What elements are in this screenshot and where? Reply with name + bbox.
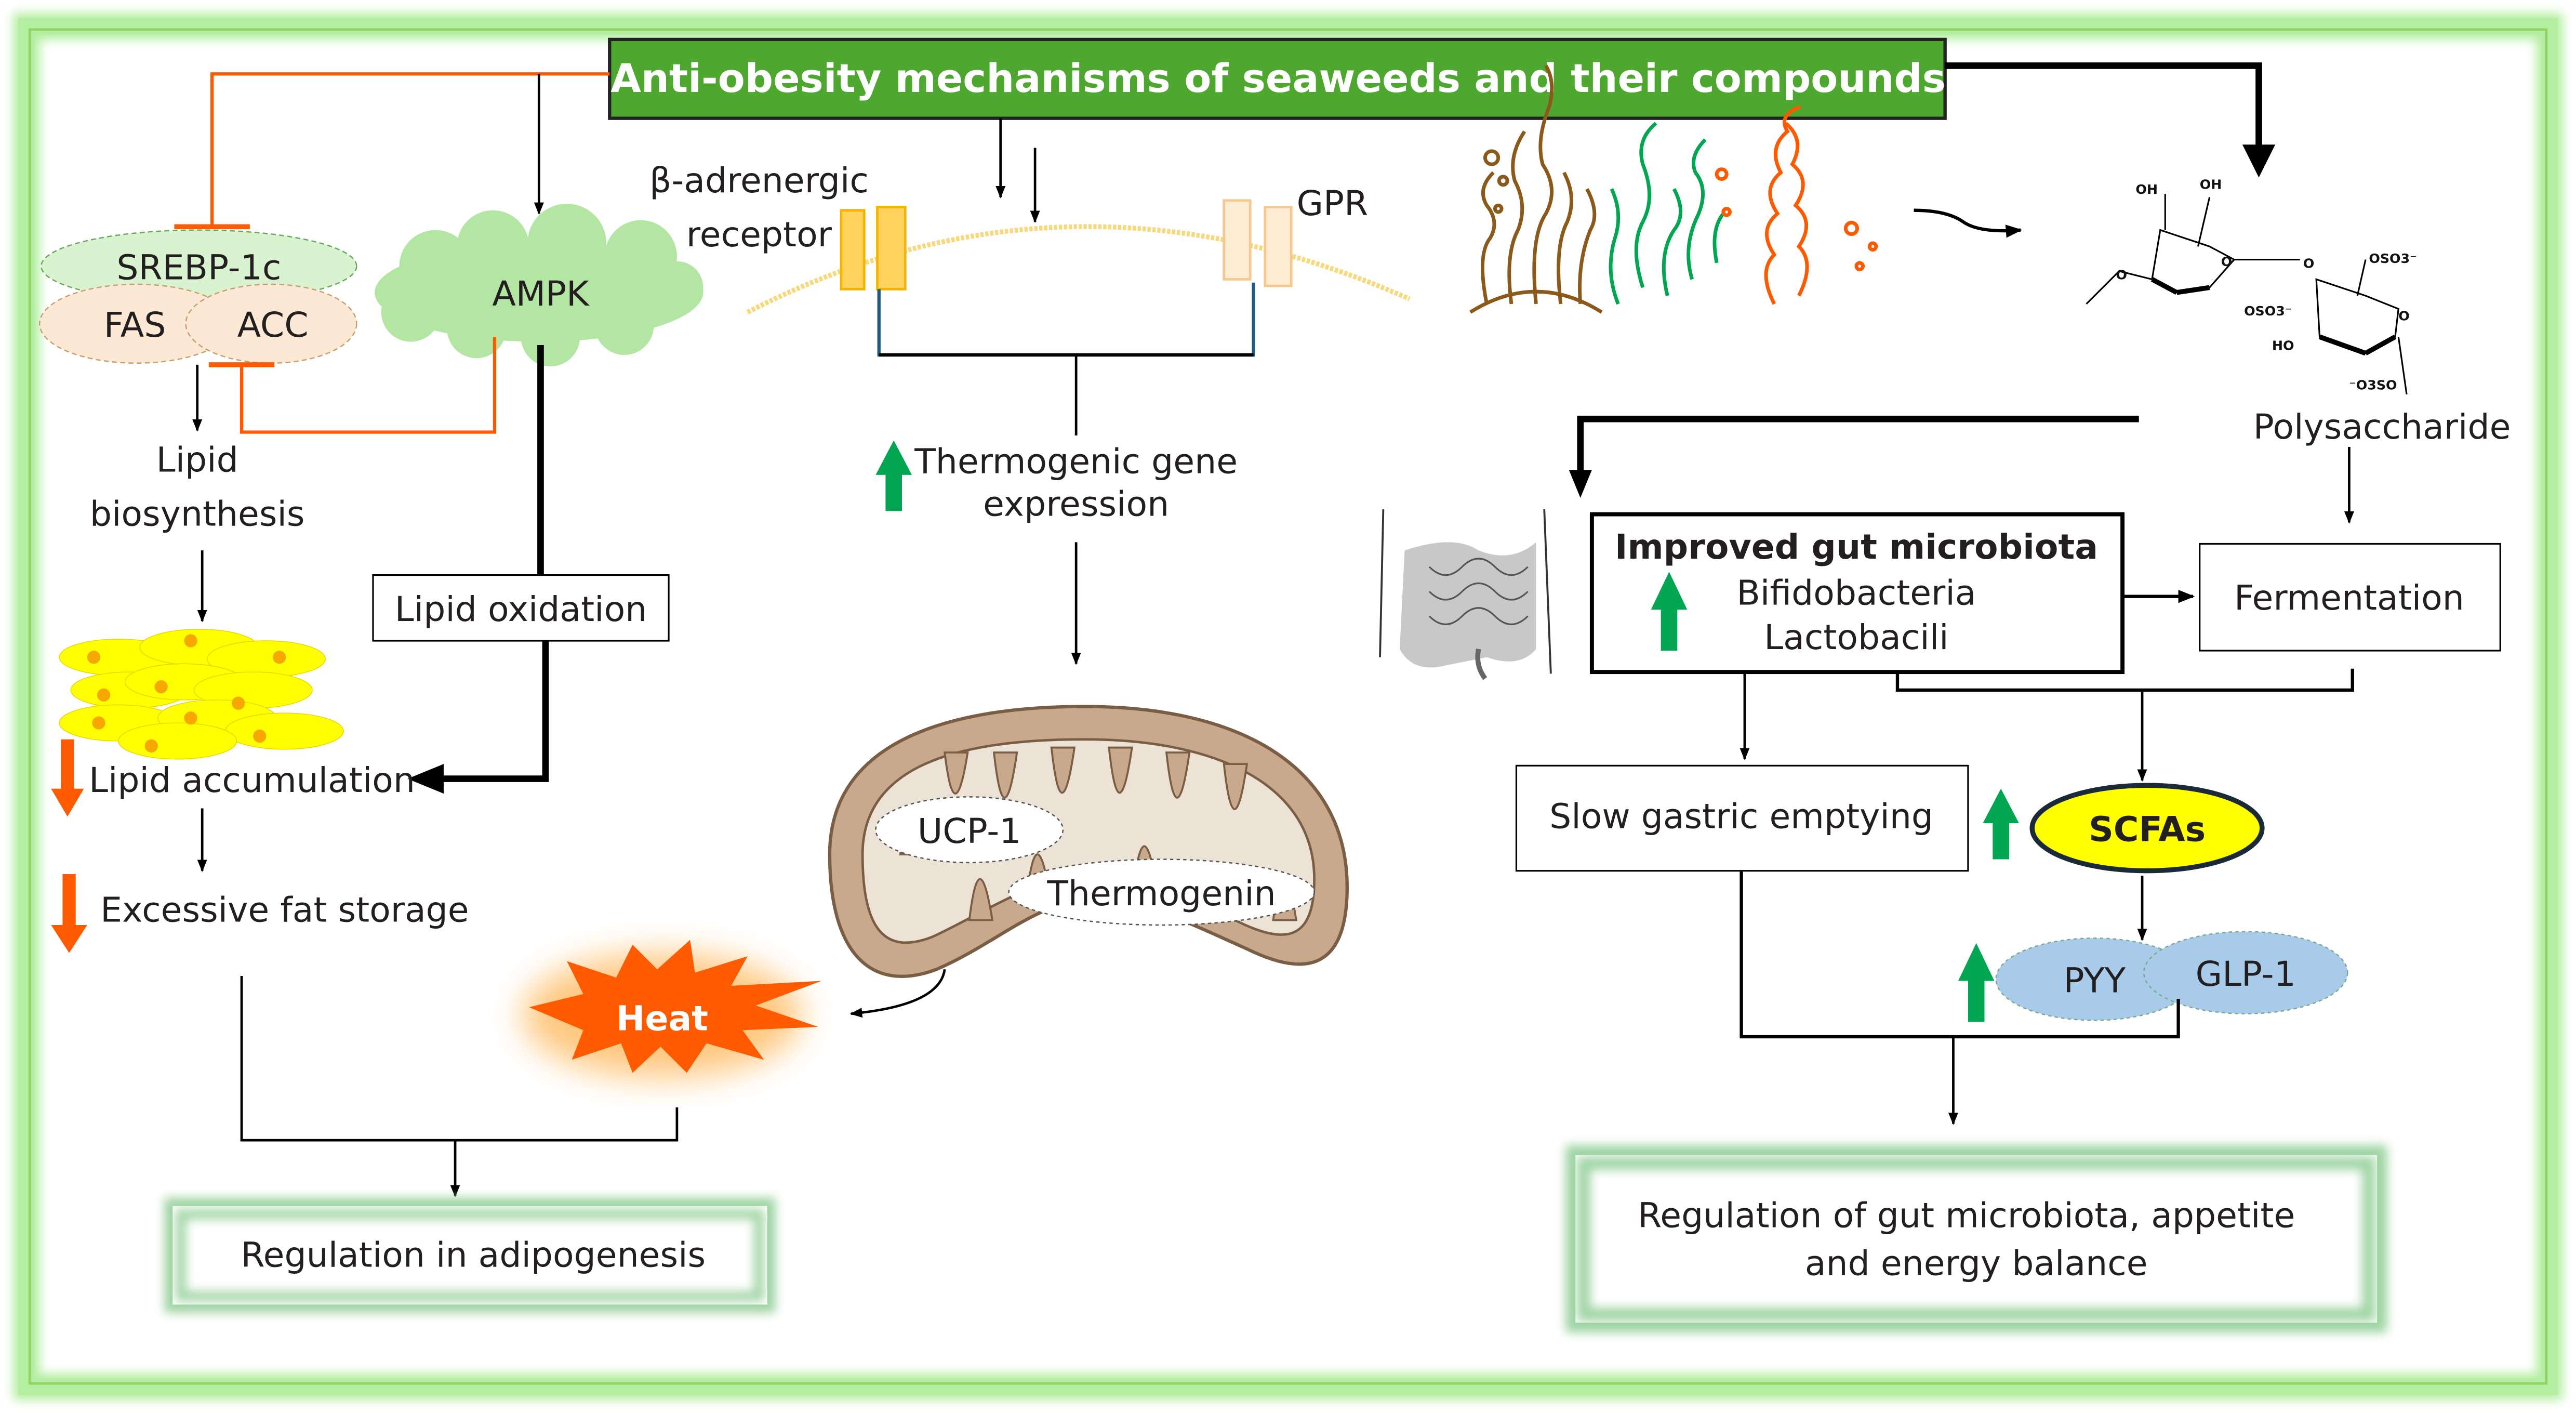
- thermogenic-label-1: Thermogenic gene: [914, 441, 1238, 482]
- gut-result-box: Regulation of gut microbiota, appetite a…: [1565, 1145, 2387, 1333]
- lipid-biosynthesis-line1: Lipid: [156, 439, 238, 480]
- polysaccharide-structure-icon: [2086, 194, 2408, 395]
- svg-text:OH: OH: [2135, 182, 2158, 197]
- heat-label: Heat: [616, 998, 708, 1038]
- polysaccharide-label: Polysaccharide: [2253, 406, 2511, 447]
- thermogenin-label: Thermogenin: [1046, 873, 1276, 914]
- pyy-glp1-node: PYY GLP-1: [1995, 931, 2348, 1021]
- gut-result-label-1: Regulation of gut microbiota, appetite: [1638, 1195, 2295, 1236]
- improved-gut-label: Improved gut microbiota: [1615, 526, 2098, 567]
- scfas-node: SCFAs: [2029, 783, 2265, 874]
- svg-text:OSO3⁻: OSO3⁻: [2244, 303, 2292, 319]
- polysaccharide-chem-labels: OH OH O O O OSO3⁻ OSO3⁻ O HO ⁻O3SO: [2116, 177, 2416, 393]
- arrow-to-intestine: [1577, 415, 2139, 477]
- svg-text:OH: OH: [2200, 177, 2222, 192]
- title-box: Anti-obesity mechanisms of seaweeds and …: [608, 37, 1947, 120]
- beta-receptor-label-2: receptor: [686, 214, 832, 255]
- title: Anti-obesity mechanisms of seaweeds and …: [610, 56, 1946, 101]
- fat-cells-icon: [59, 629, 344, 760]
- down-arrow-icon: [51, 739, 84, 817]
- slow-gastric-node: Slow gastric emptying: [1515, 764, 1969, 872]
- ampk-label: AMPK: [492, 273, 590, 314]
- bifidobacteria-label: Bifidobacteria: [1736, 572, 1976, 613]
- lactobacili-label: Lactobacili: [1764, 617, 1948, 657]
- merge-line-scfas: [1895, 668, 2354, 692]
- glp1-label: GLP-1: [2196, 954, 2296, 994]
- scfas-label: SCFAs: [2089, 809, 2206, 850]
- seaweed-icon: [1469, 64, 1878, 314]
- gpr-label: GPR: [1297, 183, 1369, 223]
- beta-receptor-icon: [840, 205, 907, 290]
- svg-text:⁻O3SO: ⁻O3SO: [2349, 377, 2397, 392]
- outer-frame: [13, 13, 2563, 1400]
- arrow-title-polysaccharide: [1945, 62, 2262, 148]
- merge-line-gut-result: [1740, 870, 2180, 1039]
- down-arrow-icon: [51, 874, 87, 953]
- lipid-accumulation-node: Lipid accumulation: [51, 739, 415, 817]
- arrowhead-intestine: [1569, 470, 1592, 498]
- arrow-seaweed-polysaccharide: [1914, 208, 2023, 238]
- excessive-fat-label: Excessive fat storage: [100, 890, 469, 930]
- ampk-node: AMPK: [375, 204, 703, 367]
- inhibit-ampk-acc: [208, 337, 497, 434]
- srebp-node: SREBP-1c: [41, 229, 357, 303]
- up-arrow-icon: [875, 440, 912, 511]
- arrowhead-accumulation: [407, 764, 444, 794]
- mitochondrion-icon: [828, 705, 1349, 978]
- svg-text:OSO3⁻: OSO3⁻: [2369, 251, 2416, 266]
- intestine-icon: [1379, 509, 1552, 680]
- lipid-accumulation-label: Lipid accumulation: [89, 760, 415, 800]
- excessive-fat-node: Excessive fat storage: [51, 874, 469, 953]
- adipogenesis-result-box: Regulation in adipogenesis: [164, 1197, 776, 1313]
- arrow-mito-heat: [849, 969, 946, 1018]
- arrow-oxidation-accumulation: [440, 641, 549, 782]
- srebp-label: SREBP-1c: [116, 247, 281, 287]
- arrowhead-polysaccharide: [2242, 144, 2276, 178]
- svg-text:O: O: [2303, 256, 2315, 271]
- inhibit-title-srebp: [174, 72, 610, 230]
- gut-result-label-2: and energy balance: [1805, 1243, 2148, 1283]
- thermogenic-label-2: expression: [983, 484, 1169, 524]
- svg-text:HO: HO: [2272, 338, 2294, 353]
- gut-microbiota-node: Improved gut microbiota Bifidobacteria L…: [1589, 512, 2125, 675]
- heat-icon: Heat: [522, 940, 822, 1078]
- up-arrow-icon: [1651, 572, 1688, 651]
- up-arrow-icon: [1983, 788, 2019, 860]
- fermentation-label: Fermentation: [2234, 577, 2464, 618]
- gpr-receptor-icon: [1223, 199, 1293, 287]
- adipogenesis-label: Regulation in adipogenesis: [241, 1235, 706, 1275]
- beta-receptor-label-1: β-adrenergic: [649, 160, 869, 201]
- fas-acc-node: FAS ACC: [38, 283, 357, 364]
- up-arrow-icon: [1958, 943, 1995, 1022]
- svg-text:O: O: [2398, 309, 2410, 324]
- fas-label: FAS: [104, 305, 166, 345]
- pyy-label: PYY: [2064, 960, 2126, 1001]
- svg-text:O: O: [2116, 267, 2127, 282]
- lipid-biosynthesis-line2: biosynthesis: [90, 494, 305, 534]
- lipid-oxidation-node: Lipid oxidation: [372, 574, 670, 642]
- acc-label: ACC: [237, 305, 309, 345]
- ucp1-label: UCP-1: [918, 811, 1021, 851]
- lipid-oxidation-label: Lipid oxidation: [395, 589, 647, 629]
- slow-gastric-label: Slow gastric emptying: [1549, 796, 1933, 836]
- fermentation-node: Fermentation: [2199, 543, 2501, 652]
- svg-text:O: O: [2221, 254, 2233, 269]
- merge-line-adipogenesis: [240, 976, 679, 1142]
- receptor-bracket: [877, 282, 1255, 357]
